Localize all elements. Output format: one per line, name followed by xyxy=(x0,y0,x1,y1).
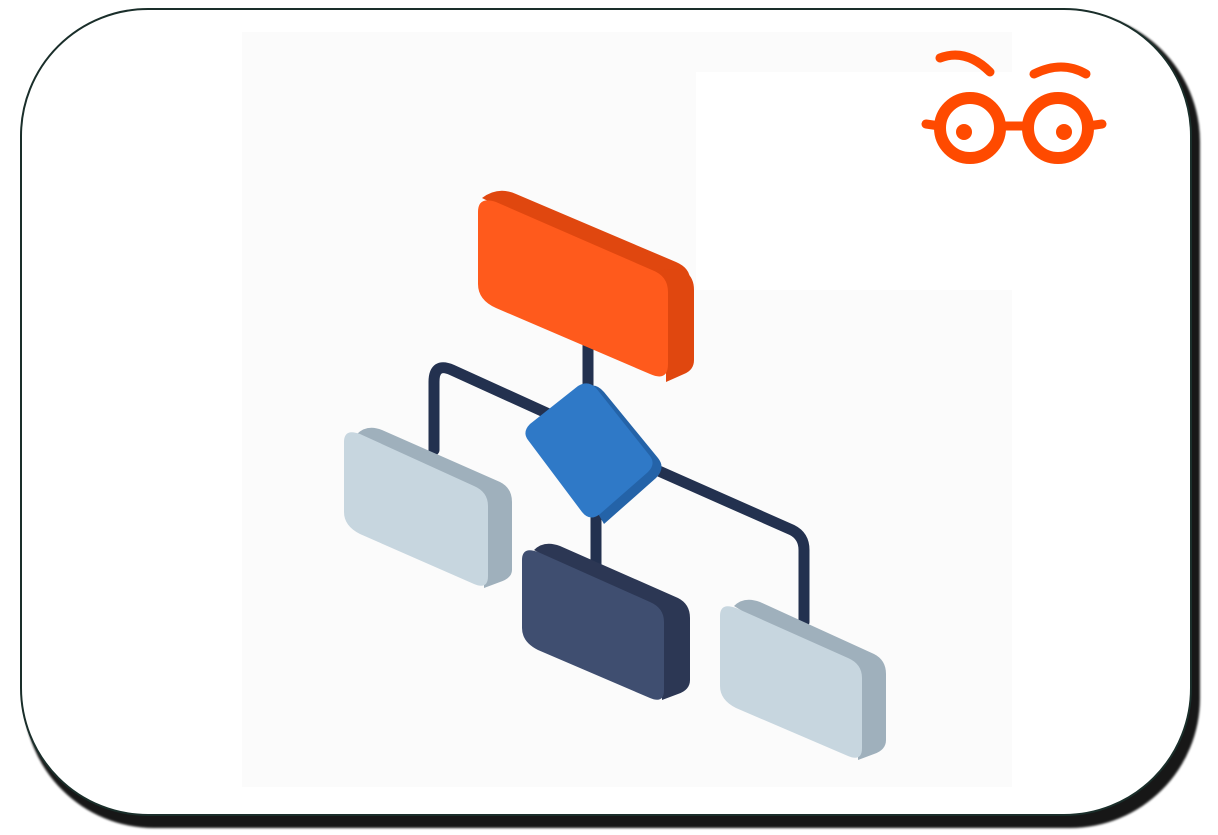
center-leaf-node xyxy=(522,543,690,700)
decision-side xyxy=(582,385,662,524)
root-top xyxy=(482,190,690,280)
left-pupil xyxy=(956,124,972,140)
right-eyebrow xyxy=(1029,62,1091,79)
left-leaf-front xyxy=(344,432,488,586)
edge-decision-to-right-leaf xyxy=(646,462,810,628)
decision-node xyxy=(525,383,662,524)
right-leaf-front xyxy=(720,606,862,758)
left-eyebrow xyxy=(935,50,995,77)
edge-decision-to-left-leaf xyxy=(428,362,568,456)
diagram-card xyxy=(20,8,1192,816)
root-node xyxy=(478,190,694,382)
glasses-logo-icon xyxy=(921,50,1107,164)
right-arm xyxy=(1083,119,1107,131)
right-leaf-node xyxy=(720,599,886,760)
left-arm xyxy=(921,119,945,131)
root-front xyxy=(478,200,668,377)
flowchart-diagram xyxy=(344,190,886,760)
left-leaf-node xyxy=(344,427,512,588)
panel-white-corner xyxy=(696,72,1012,290)
decision-front xyxy=(525,383,653,518)
center-leaf-side xyxy=(534,543,690,700)
center-leaf-front xyxy=(522,550,664,700)
right-pupil xyxy=(1056,124,1072,140)
